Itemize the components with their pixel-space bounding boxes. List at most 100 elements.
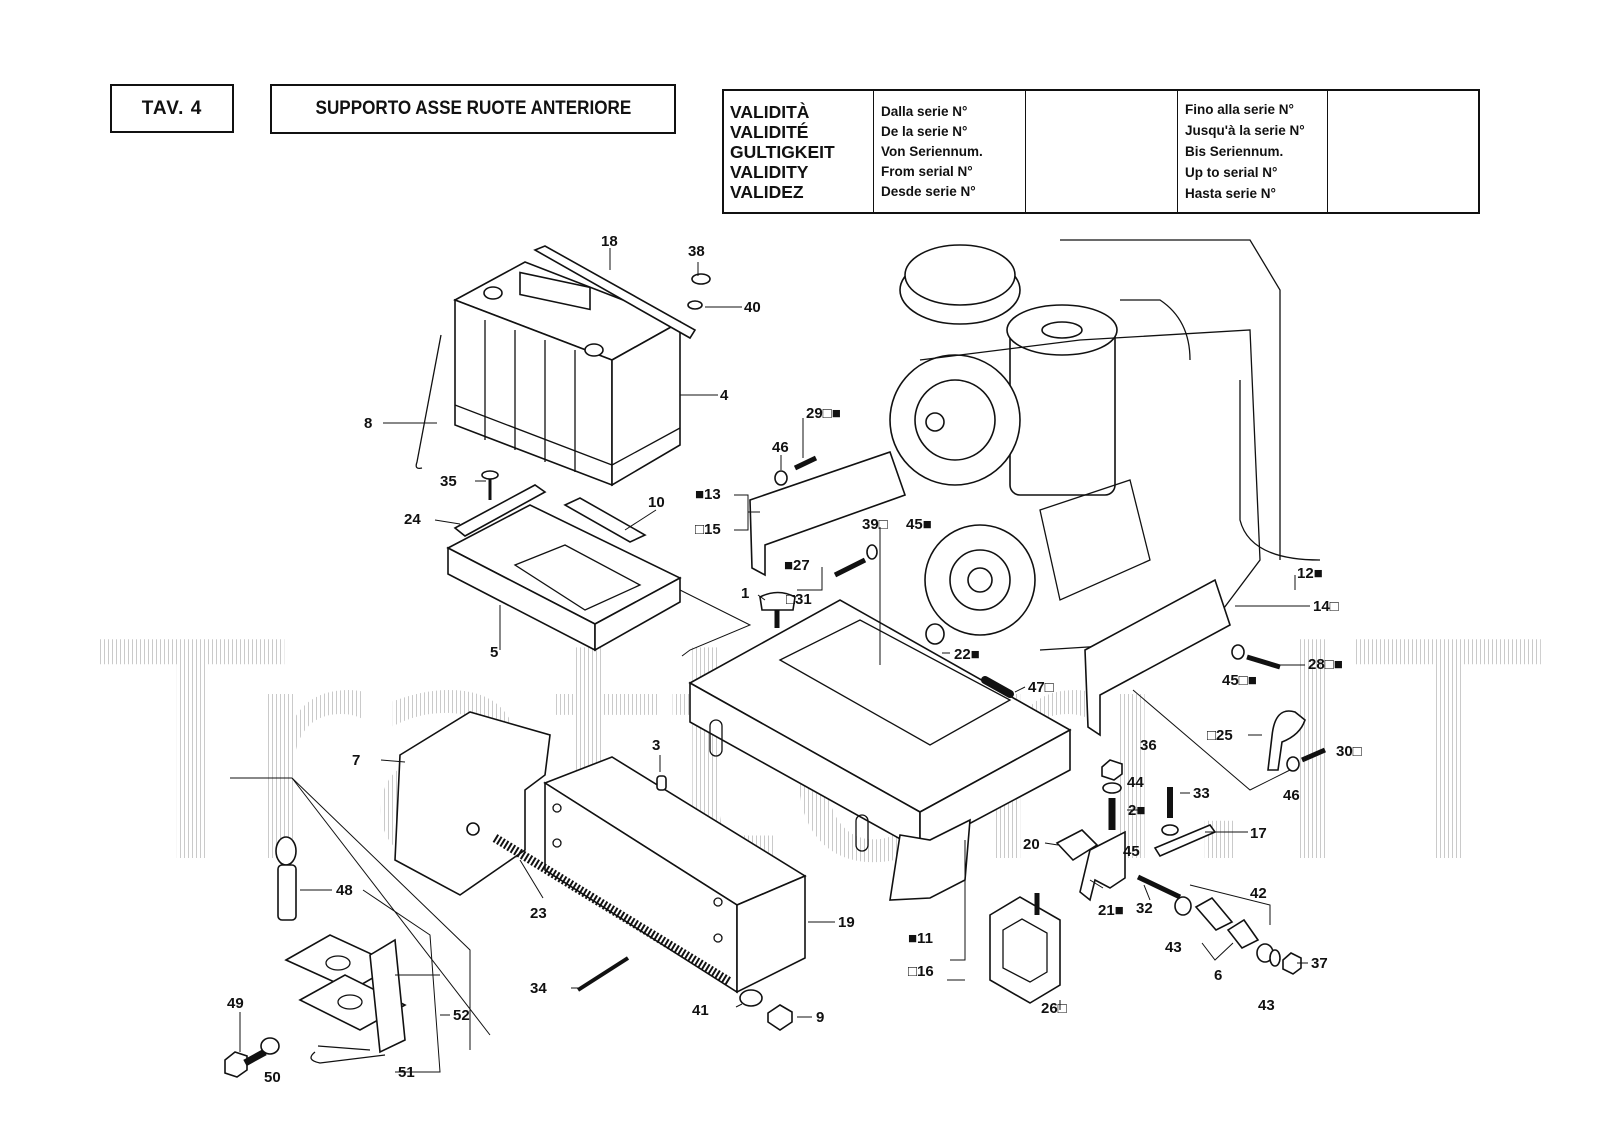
stud-1-drawing bbox=[759, 591, 796, 611]
callout-49: 49 bbox=[227, 995, 244, 1012]
screw-35-head-drawing bbox=[481, 470, 499, 480]
pin-25-drawing bbox=[1267, 710, 1306, 771]
to-label-de: Bis Seriennum. bbox=[1185, 144, 1284, 159]
washer-42-drawing bbox=[1269, 949, 1281, 967]
front-axle-frame-drawing bbox=[688, 599, 1072, 901]
callout-40: 40 bbox=[744, 299, 761, 316]
callout-25: □25 bbox=[1207, 727, 1233, 744]
nut-37-drawing bbox=[1282, 952, 1302, 975]
callout-45a: 45■ bbox=[906, 516, 932, 533]
callout-33: 33 bbox=[1193, 785, 1210, 802]
to-label-en: Up to serial N° bbox=[1185, 165, 1278, 180]
callout-labels: 18 38 40 4 8 29□■ 46 35 10 24 ■13 □15 39… bbox=[227, 233, 1362, 1086]
washer-45a-drawing bbox=[1231, 644, 1245, 660]
bracket-20-drawing bbox=[1055, 829, 1099, 862]
to-label-it: Fino alla serie N° bbox=[1185, 102, 1294, 117]
callout-46b: 46 bbox=[1283, 787, 1300, 804]
callout-14: 14□ bbox=[1313, 598, 1339, 615]
callout-18: 18 bbox=[601, 233, 618, 250]
washer-46a-drawing bbox=[774, 470, 788, 486]
threaded-rod-drawing bbox=[492, 834, 733, 986]
battery-drawing bbox=[453, 261, 682, 487]
callout-37: 37 bbox=[1311, 955, 1328, 972]
clip-38-drawing bbox=[691, 273, 711, 285]
r-clip-51-drawing bbox=[310, 1045, 386, 1064]
bracket-21-drawing bbox=[1079, 830, 1126, 902]
callout-48: 48 bbox=[336, 882, 353, 899]
screw-30-drawing bbox=[1301, 747, 1326, 763]
callout-13: ■13 bbox=[695, 486, 721, 503]
engine-drawing bbox=[889, 239, 1321, 651]
nut-9-drawing bbox=[767, 1004, 793, 1031]
validity-label-it: VALIDITÀ bbox=[730, 101, 810, 122]
nut-36-drawing bbox=[1101, 759, 1123, 781]
callout-43a: 43 bbox=[1165, 939, 1182, 956]
validity-labels-column: VALIDITÀ VALIDITÉ GULTIGKEIT VALIDITY VA… bbox=[724, 91, 874, 212]
pad-10-drawing bbox=[563, 497, 647, 543]
callout-8: 8 bbox=[364, 415, 372, 432]
tav-label: TAV. 4 bbox=[141, 97, 203, 119]
callout-5: 5 bbox=[490, 644, 498, 661]
from-label-it: Dalla serie N° bbox=[881, 103, 968, 119]
from-label-en: From serial N° bbox=[881, 163, 973, 179]
callout-23: 23 bbox=[530, 905, 547, 922]
callout-12: 12■ bbox=[1297, 565, 1323, 582]
callout-44: 44 bbox=[1127, 774, 1144, 791]
callout-36: 36 bbox=[1140, 737, 1157, 754]
validity-table: VALIDITÀ VALIDITÉ GULTIGKEIT VALIDITY VA… bbox=[722, 89, 1480, 214]
callout-10: 10 bbox=[648, 494, 665, 511]
callout-17: 17 bbox=[1250, 825, 1267, 842]
from-serial-value-cell bbox=[1026, 91, 1178, 212]
callout-29: 29□■ bbox=[806, 405, 841, 422]
counterweight-drawing bbox=[394, 711, 551, 896]
to-label-es: Hasta serie N° bbox=[1185, 186, 1276, 201]
ballast-block-drawing bbox=[543, 756, 807, 994]
washer-44-drawing bbox=[1102, 782, 1122, 794]
from-label-es: Desde serie N° bbox=[881, 183, 976, 199]
washer-39-drawing bbox=[866, 544, 878, 560]
bracket-12-drawing bbox=[1084, 578, 1231, 737]
callout-11: ■11 bbox=[908, 930, 933, 947]
pin-3-drawing bbox=[656, 775, 667, 791]
from-serial-labels-column: Dalla serie N° De la serie N° Von Serien… bbox=[874, 91, 1026, 212]
callout-2: 2■ bbox=[1128, 802, 1145, 819]
callout-20: 20 bbox=[1023, 836, 1040, 853]
validity-label-es: VALIDEZ bbox=[730, 181, 804, 202]
callout-45c: 45 bbox=[1123, 843, 1140, 860]
tav-label-box: TAV. 4 bbox=[110, 84, 234, 133]
hitch-bolt-49-drawing bbox=[224, 1048, 267, 1078]
callout-31: □31 bbox=[786, 591, 812, 608]
screw-28-drawing bbox=[1246, 654, 1281, 670]
callout-24: 24 bbox=[404, 511, 421, 528]
callout-26: 26□ bbox=[1041, 1000, 1067, 1017]
page-title: SUPPORTO ASSE RUOTE ANTERIORE bbox=[315, 98, 631, 119]
callout-41: 41 bbox=[692, 1002, 709, 1019]
callout-43b: 43 bbox=[1258, 997, 1275, 1014]
to-label-fr: Jusqu'à la serie N° bbox=[1185, 123, 1305, 138]
pad-24-drawing bbox=[453, 484, 547, 537]
callout-34: 34 bbox=[530, 980, 547, 997]
callout-21: 21■ bbox=[1098, 902, 1124, 919]
validity-label-en: VALIDITY bbox=[730, 161, 809, 182]
washer-41-drawing bbox=[739, 989, 763, 1007]
callout-16: □16 bbox=[908, 963, 934, 980]
bushings-6-drawing bbox=[1194, 896, 1260, 950]
washer-45b-drawing bbox=[1161, 824, 1179, 836]
page-title-box: SUPPORTO ASSE RUOTE ANTERIORE bbox=[270, 84, 676, 134]
callout-46a: 46 bbox=[772, 439, 789, 456]
callout-45b: 45□■ bbox=[1222, 672, 1257, 689]
callout-3: 3 bbox=[652, 737, 660, 754]
screw-29-drawing bbox=[793, 455, 818, 471]
to-serial-labels-column: Fino alla serie N° Jusqu'à la serie N° B… bbox=[1178, 91, 1328, 212]
leader-lines bbox=[230, 248, 1310, 1073]
battery-tray-drawing bbox=[446, 504, 682, 652]
callout-6: 6 bbox=[1214, 967, 1222, 984]
tow-hitch-drawing bbox=[275, 836, 407, 1054]
pin-47-drawing bbox=[981, 676, 1014, 698]
callout-30: 30□ bbox=[1336, 743, 1362, 760]
screw-27-drawing bbox=[833, 557, 867, 578]
washer-40-drawing bbox=[687, 300, 703, 310]
callout-47: 47□ bbox=[1028, 679, 1054, 696]
callout-39: 39□ bbox=[862, 516, 888, 533]
